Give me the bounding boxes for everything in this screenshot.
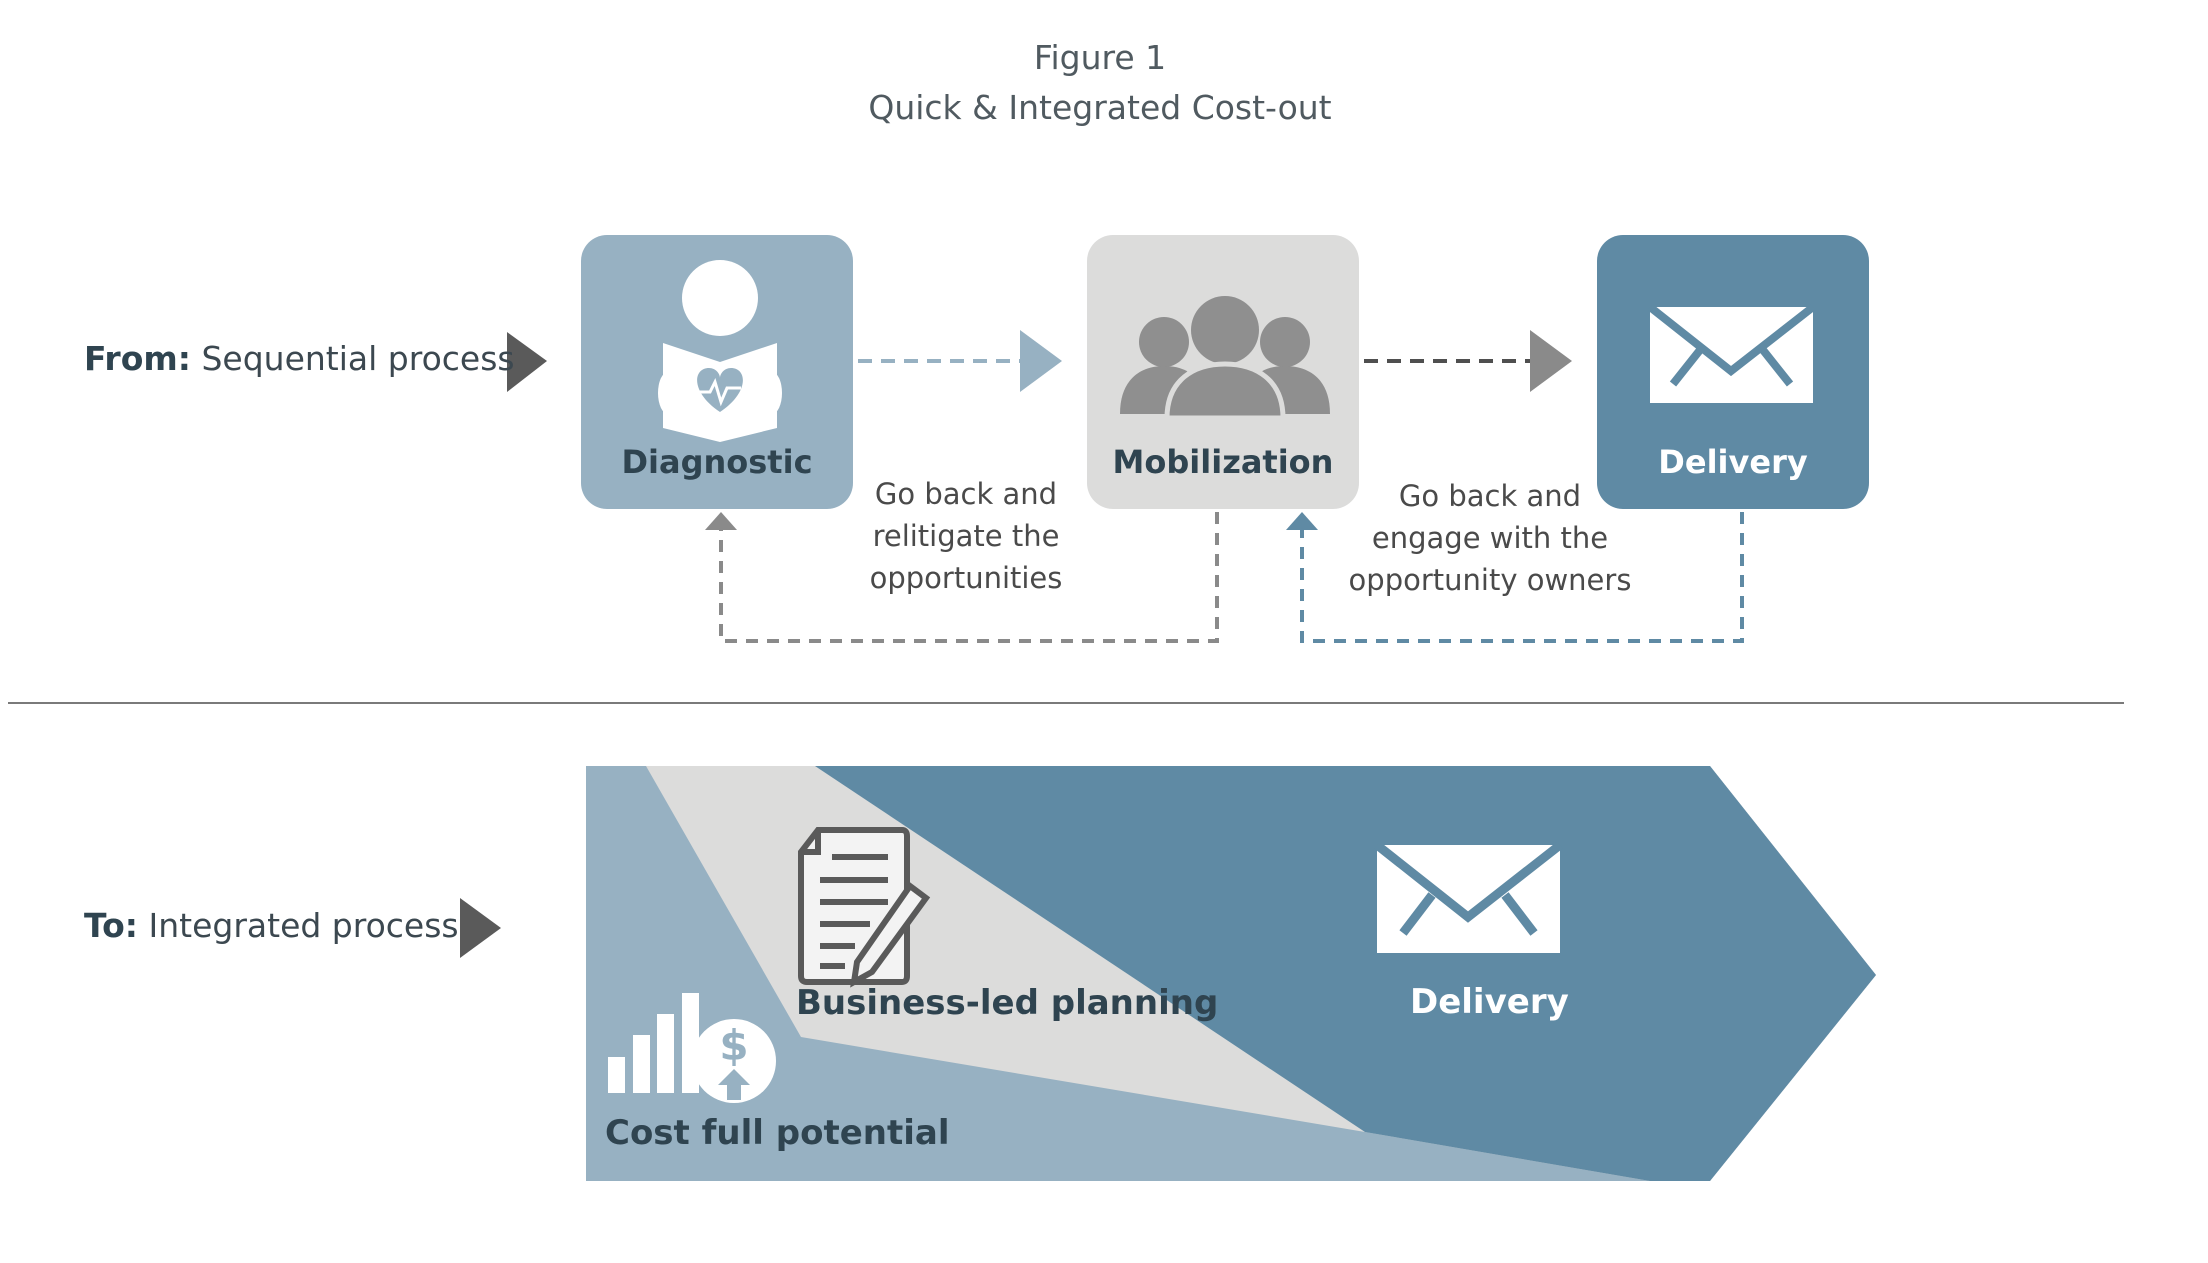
to-label: Integrated process: [148, 906, 459, 945]
arrow-head-mobilization-to-delivery: [1530, 330, 1572, 392]
from-prefix: From:: [84, 339, 191, 378]
step-diagnostic: Diagnostic: [581, 235, 853, 509]
arrow-head-diagnostic-to-mobilization: [1020, 330, 1062, 392]
segment-delivery-label: Delivery: [1410, 982, 1569, 1022]
envelope-icon-large: [1374, 841, 1563, 953]
loop-arrow-head-diagnostic: [705, 512, 737, 530]
svg-text:$: $: [719, 1021, 748, 1070]
from-label: Sequential process: [201, 339, 515, 378]
step-diagnostic-label: Diagnostic: [621, 443, 813, 481]
loop-note-engage: Go back and engage with the opportunity …: [1330, 475, 1650, 601]
step-delivery-label: Delivery: [1658, 443, 1808, 481]
step-mobilization: Mobilization: [1087, 235, 1359, 509]
loop-note-relitigate-line-1: Go back and: [874, 477, 1058, 511]
from-row-arrow: [507, 332, 547, 392]
loop-note-relitigate-line-3: opportunities: [869, 561, 1063, 595]
segment-cost-full-potential-label: Cost full potential: [605, 1113, 950, 1153]
to-prefix: To:: [84, 906, 138, 945]
figure-number: Figure 1: [1033, 38, 1167, 77]
loop-note-engage-line-2: engage with the: [1371, 521, 1609, 555]
loop-note-relitigate-line-2: relitigate the: [872, 519, 1060, 553]
loop-note-relitigate: Go back and relitigate the opportunities: [846, 473, 1086, 599]
step-mobilization-label: Mobilization: [1112, 443, 1334, 481]
document-pen-icon: [798, 827, 931, 988]
to-row-label: To: Integrated process: [84, 906, 459, 945]
loop-mobilization-to-diagnostic: [719, 512, 1219, 643]
loop-delivery-to-mobilization: [1300, 512, 1744, 643]
from-row-label: From: Sequential process: [84, 339, 515, 378]
loop-note-engage-line-1: Go back and: [1398, 479, 1582, 513]
loop-note-engage-line-3: opportunity owners: [1348, 563, 1632, 597]
to-row-arrow: [460, 898, 501, 958]
segment-delivery: [815, 766, 1876, 1181]
segment-business-led-planning-label: Business-led planning: [796, 983, 1219, 1023]
bar-chart-dollar-icon: $: [608, 993, 776, 1103]
step-delivery: Delivery: [1597, 235, 1869, 509]
figure-title: Quick & Integrated Cost-out: [868, 88, 1332, 127]
loop-arrow-head-mobilization: [1286, 512, 1318, 530]
